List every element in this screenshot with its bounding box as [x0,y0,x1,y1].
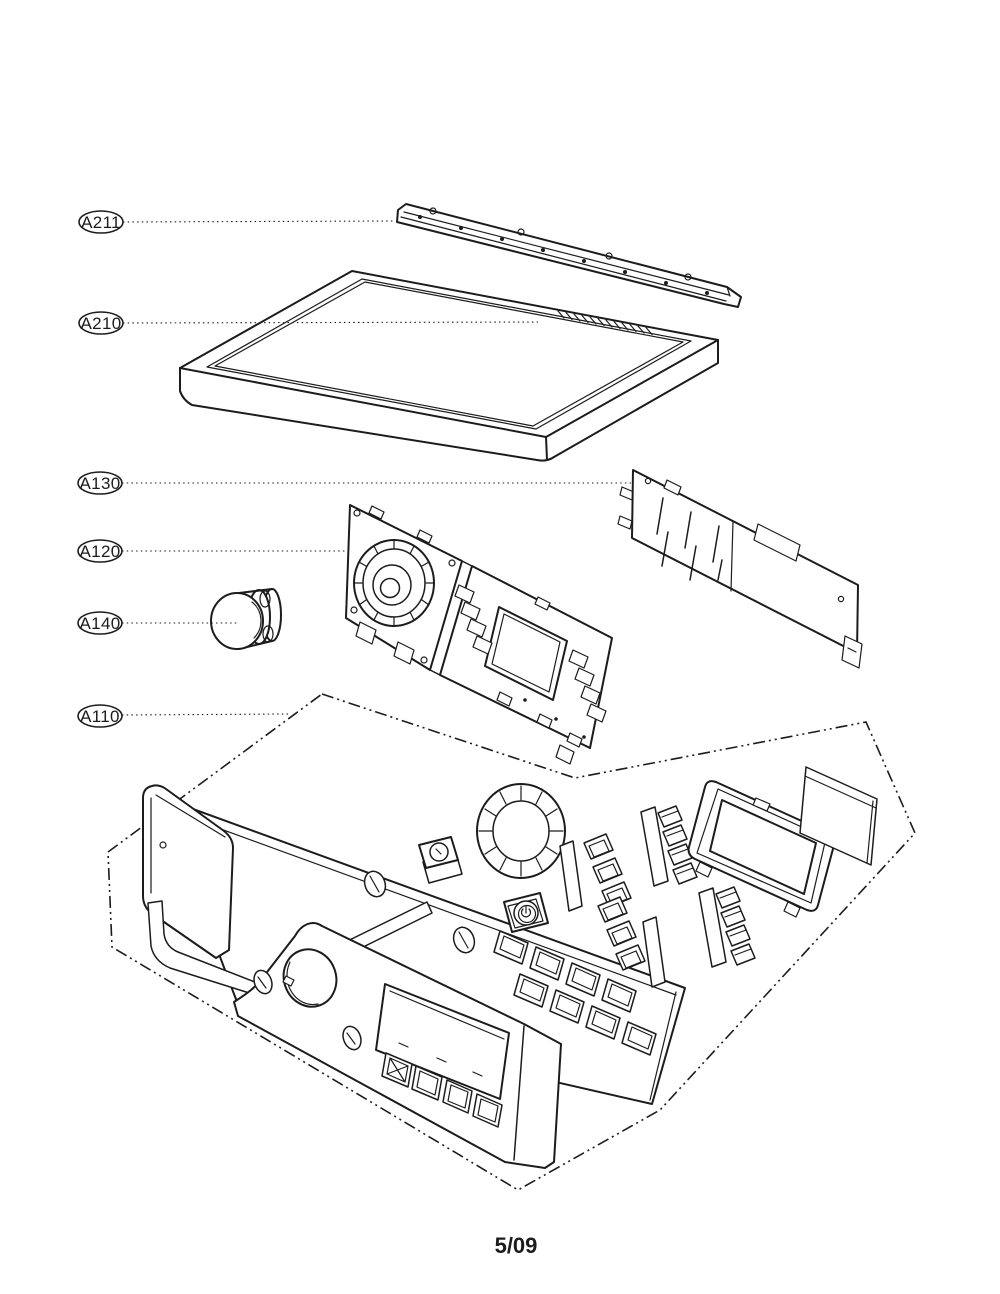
selector-button [418,836,463,884]
callout-a140-bubble[interactable] [77,611,123,635]
button-cap-row [493,930,657,1056]
connector-cluster-a [559,833,632,912]
power-button [503,892,549,933]
part-a140-knob [210,588,282,650]
oval-hole [452,926,476,954]
oval-button [363,870,387,898]
button-holes [381,1052,503,1128]
callout-a110-label: A110 [80,707,120,726]
callout-a130[interactable]: A130 [77,471,123,495]
callout-a120-label: A120 [80,542,121,561]
callout-a211[interactable]: A211 [78,210,124,234]
page-footer: 5/09 [495,1233,538,1258]
callout-a130-bubble[interactable] [77,471,123,495]
leader-a211 [122,220,396,223]
front-sub-panel [233,922,562,1169]
callout-a120[interactable]: A120 [77,539,123,563]
knob-hole [282,948,338,1008]
connector-cluster-c [597,896,666,988]
part-a130-pcb-cover [617,469,863,669]
part-a211-top-trim-rail [396,203,742,308]
callout-a110-bubble[interactable] [77,704,123,728]
callout-a211-bubble[interactable] [78,210,124,234]
switch-housings [454,584,607,723]
callout-a120-bubble[interactable] [77,539,123,563]
bracket-arm [147,900,433,998]
leader-a110 [121,713,291,716]
callout-a140[interactable]: A140 [77,611,123,635]
callout-a211-label: A211 [81,213,121,232]
callout-a210-bubble[interactable] [78,311,124,335]
callout-a130-label: A130 [80,474,121,493]
screw-hole [342,1025,362,1051]
screw-hole [253,969,273,995]
dial-ring [476,783,566,879]
connector-cluster-d [698,886,756,968]
leader-lines [121,220,631,716]
display-lens [799,766,878,866]
part-a110-control-panel-assembly [107,693,916,1191]
callout-a110[interactable]: A110 [77,704,123,728]
rotary-encoder-dial [353,539,435,627]
callout-a140-label: A140 [80,614,121,633]
assembly-boundary [107,693,916,1191]
callout-a210-label: A210 [81,314,122,333]
connector-cluster-b [640,805,698,887]
part-a120-control-assembly [345,504,613,765]
display-cutout [375,983,510,1100]
part-a210-top-plate [179,270,719,462]
callout-a210[interactable]: A210 [78,311,124,335]
